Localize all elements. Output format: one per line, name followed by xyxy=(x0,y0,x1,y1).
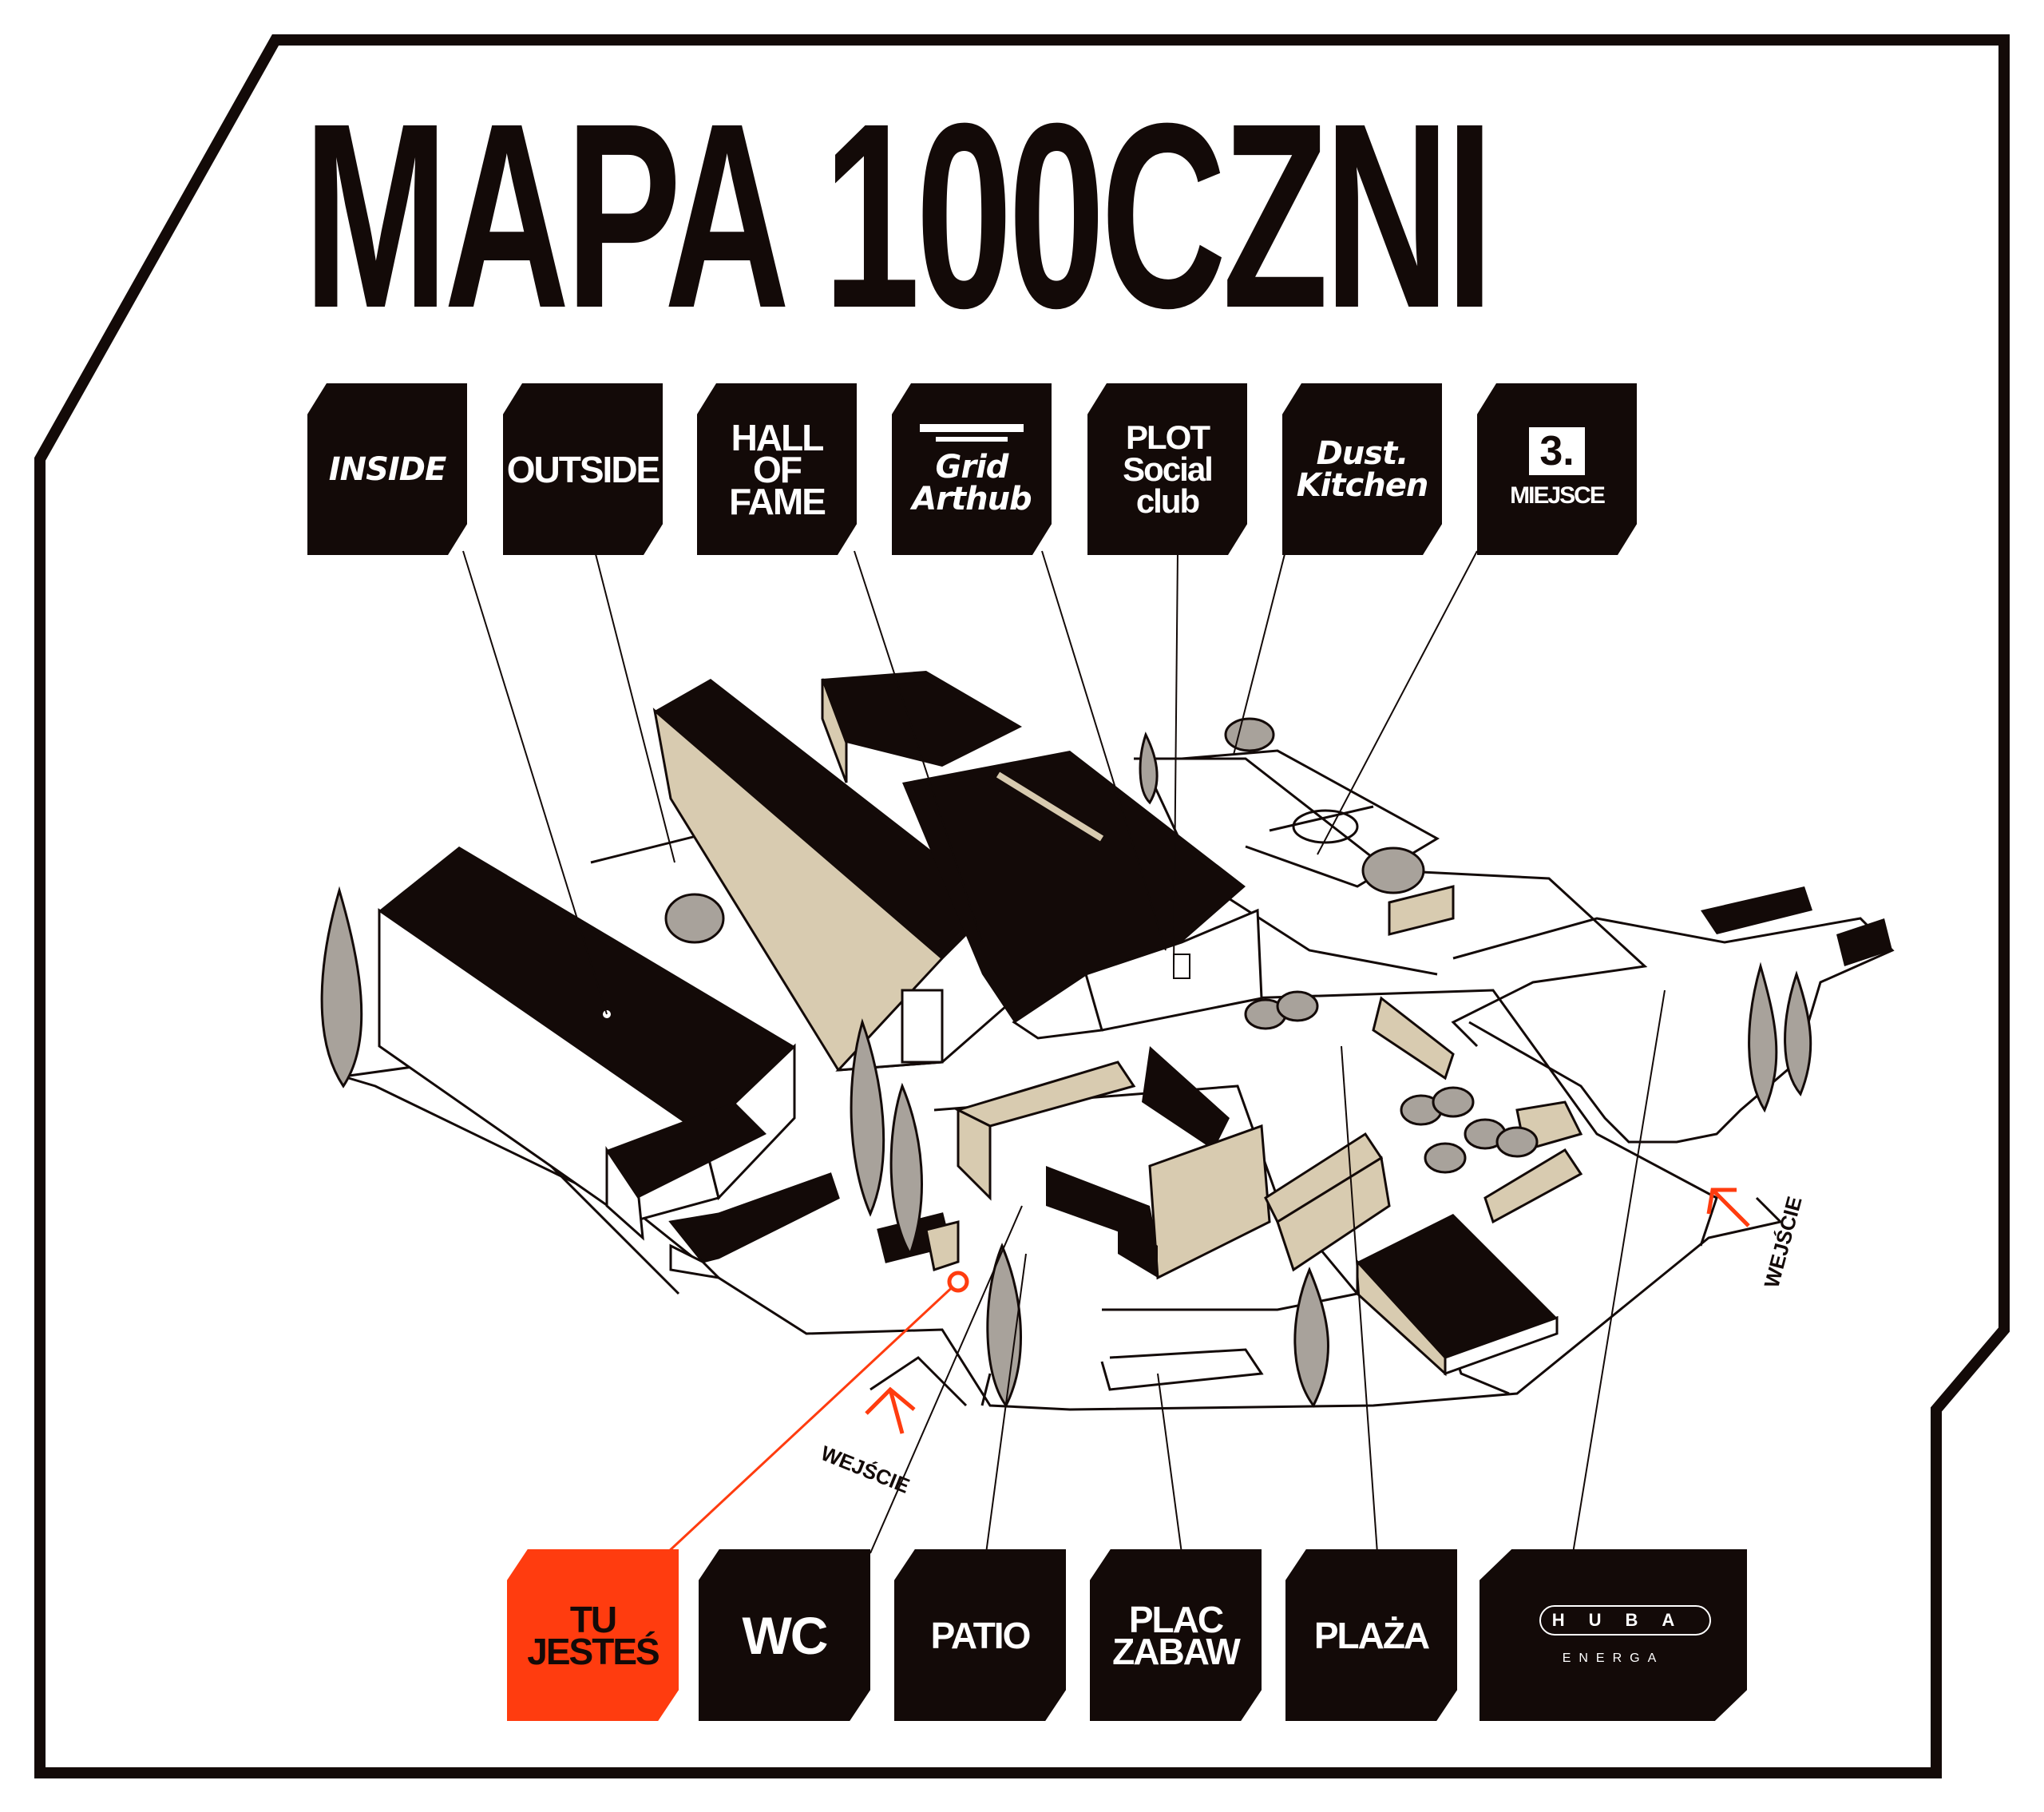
building-hall-of-fame xyxy=(652,679,1008,1072)
tile-outside[interactable]: OUTSIDE xyxy=(503,383,663,555)
building-inside xyxy=(378,847,796,1241)
entrance-arrow-right xyxy=(1706,1188,1750,1227)
poster-frame xyxy=(34,34,2010,1778)
tile-patio[interactable]: PATIO xyxy=(894,1549,1066,1721)
you-are-here-pin xyxy=(947,1271,969,1293)
building-grid-arthub xyxy=(821,671,1263,1040)
grid-logo-icon xyxy=(919,423,1024,442)
huba-logo: HUBA xyxy=(1539,1604,1712,1636)
tile-hall-of-fame[interactable]: HALL OF FAME xyxy=(697,383,857,555)
containers xyxy=(1264,885,1583,1272)
trees xyxy=(320,717,1812,1408)
tile-plac-zabaw[interactable]: PLAC ZABAW xyxy=(1090,1549,1262,1721)
plaza-deck xyxy=(1701,886,1892,966)
tile-wc-label: WC xyxy=(742,1605,829,1665)
leader-lines xyxy=(462,550,1666,1554)
building-patio xyxy=(954,1046,1271,1280)
tile-patio-label: PATIO xyxy=(930,1614,1032,1656)
tile-tu-jestes-label: TU JESTEŚ xyxy=(527,1598,660,1672)
tile-3-miejsce[interactable]: 3. MIEJSCE xyxy=(1477,383,1637,555)
tile-inside-label: INSIDE xyxy=(328,450,447,488)
tile-dust-kitchen[interactable]: Dust. Kitchen xyxy=(1282,383,1442,555)
basketball-court xyxy=(1181,749,1440,888)
tile-plaza[interactable]: PLAŻA xyxy=(1285,1549,1457,1721)
page-title: MAPA 100CZNI xyxy=(303,68,1494,363)
tile-dust-kitchen-label: Dust. Kitchen xyxy=(1296,434,1429,504)
entrance-arrow-left xyxy=(865,1386,916,1434)
you-are-here-leader xyxy=(665,1280,960,1555)
tile-grid-arthub-label: Grid Arthub xyxy=(912,448,1032,517)
tile-plac-zabaw-label: PLAC ZABAW xyxy=(1112,1598,1241,1672)
energa-label: ENERGA xyxy=(1562,1651,1665,1665)
tile-huba[interactable]: HUBA ENERGA xyxy=(1480,1549,1747,1721)
tile-outside-label: OUTSIDE xyxy=(506,448,660,490)
tile-inside[interactable]: INSIDE xyxy=(307,383,467,555)
tile-plot-social-club[interactable]: PLOT Social club xyxy=(1087,383,1247,555)
tile-plaza-label: PLAŻA xyxy=(1313,1614,1430,1656)
tile-3-miejsce-label: MIEJSCE xyxy=(1510,482,1606,509)
tile-wc[interactable]: WC xyxy=(699,1549,870,1721)
tile-plot-label: PLOT Social club xyxy=(1123,418,1214,520)
tile-grid-arthub[interactable]: Grid Arthub xyxy=(892,383,1052,555)
tile-tu-jestes[interactable]: TU JESTEŚ xyxy=(507,1549,679,1721)
three-badge: 3. xyxy=(1529,426,1585,475)
tile-hall-of-fame-label: HALL OF FAME xyxy=(729,416,826,522)
building-huba xyxy=(1356,1214,1559,1377)
